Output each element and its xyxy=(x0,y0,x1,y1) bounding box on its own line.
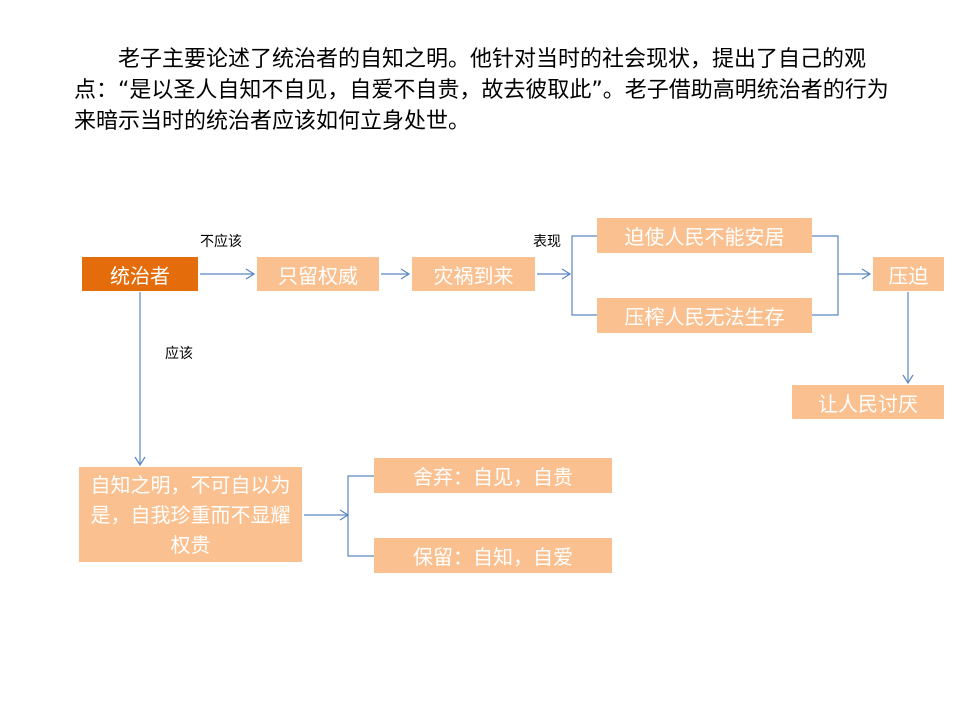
intro-paragraph: 老子主要论述了统治者的自知之明。他针对当时的社会现状，提出了自己的观点：“是以圣… xyxy=(74,47,889,134)
label-should: 应该 xyxy=(165,346,193,362)
arrow-to-choice-bracket xyxy=(304,509,350,521)
node-abandon: 舍弃：自见，自贵 xyxy=(374,458,612,493)
node-squeeze-people: 压榨人民无法生存 xyxy=(597,298,812,333)
arrow-oppression-to-hate xyxy=(902,292,914,385)
node-ruler: 统治者 xyxy=(82,257,198,291)
node-people-hate: 让人民讨厌 xyxy=(792,385,944,419)
node-force-people: 迫使人民不能安居 xyxy=(597,218,812,253)
node-self-knowledge: 自知之明，不可自以为是，自我珍重而不显耀权贵 xyxy=(79,467,302,562)
arrow-ruler-to-power xyxy=(200,268,256,280)
node-disaster: 灾祸到来 xyxy=(412,257,535,291)
node-retain: 保留：自知，自爱 xyxy=(374,538,612,573)
label-manifest: 表现 xyxy=(533,234,561,250)
node-oppression: 压迫 xyxy=(873,257,944,291)
bracket-choice xyxy=(347,475,374,557)
node-keep-power: 只留权威 xyxy=(257,257,379,291)
arrow-disaster-to-bracket xyxy=(537,268,572,280)
arrow-ruler-to-self-knowledge xyxy=(134,292,146,467)
arrow-power-to-disaster xyxy=(381,268,411,280)
arrow-to-oppression xyxy=(838,268,872,280)
bracket-manifest xyxy=(571,235,597,316)
bracket-merge xyxy=(812,235,839,316)
label-should-not: 不应该 xyxy=(200,234,242,250)
